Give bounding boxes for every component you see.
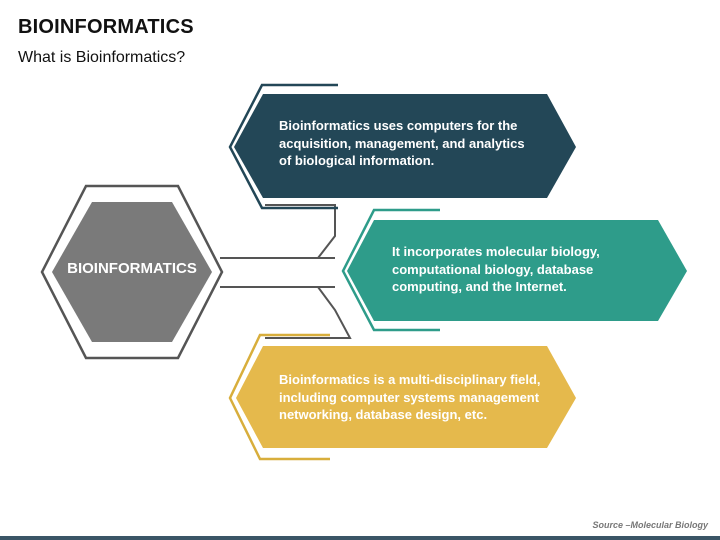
item-3-hexagon bbox=[236, 346, 576, 448]
item-2-outline bbox=[341, 208, 440, 332]
item-2-text: It incorporates molecular biology, compu… bbox=[392, 244, 600, 295]
item-1-outline bbox=[228, 83, 338, 210]
item-1-hexagon bbox=[234, 94, 576, 198]
slide-subtitle: What is Bioinformatics? bbox=[18, 49, 186, 66]
center-hexagon bbox=[52, 202, 212, 342]
item-1-text: Bioinformatics uses computers for the ac… bbox=[279, 118, 525, 169]
slide-title: BIOINFORMATICS bbox=[18, 16, 194, 38]
item-3-text: Bioinformatics is a multi-disciplinary f… bbox=[279, 372, 541, 423]
item-2-hexagon bbox=[347, 220, 687, 321]
source-note: Source –Molecular Biology bbox=[592, 520, 708, 530]
bottom-bar bbox=[0, 536, 720, 540]
center-label: BIOINFORMATICS bbox=[67, 260, 197, 277]
item-3-outline bbox=[228, 333, 330, 461]
center-hexagon-outline bbox=[40, 184, 224, 360]
connector-lines bbox=[220, 204, 352, 339]
